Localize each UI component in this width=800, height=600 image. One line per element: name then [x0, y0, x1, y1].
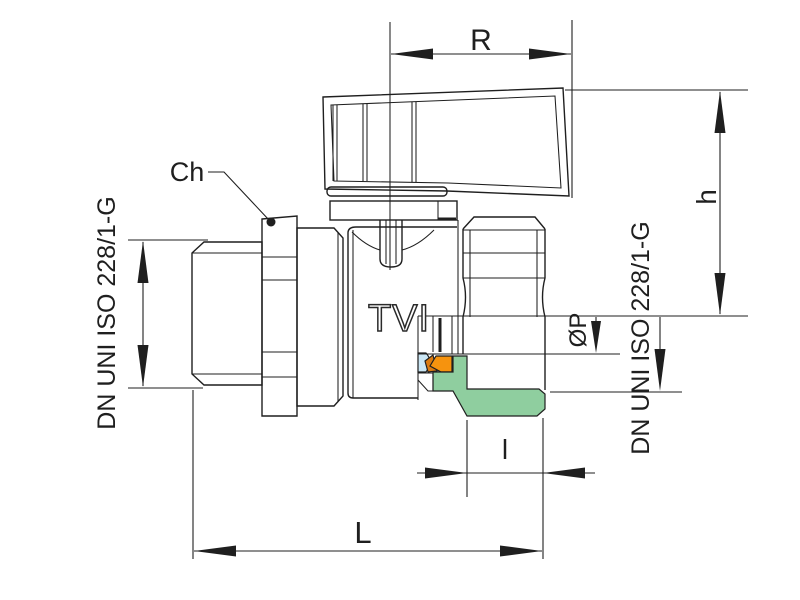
seat-section — [432, 355, 546, 417]
op-label: ØP — [565, 313, 592, 348]
male-thread-outline — [191, 241, 263, 386]
dn-left-label: DN UNI ISO 228/1-G — [93, 196, 121, 429]
body-top-edge — [347, 226, 457, 234]
handle — [322, 87, 570, 221]
collar — [296, 227, 344, 407]
female-coupling — [462, 216, 546, 390]
coupling-left-edge — [462, 229, 467, 354]
ch-leader-dot — [266, 217, 276, 227]
op-arrow-down — [591, 321, 601, 353]
seat-notch — [417, 372, 434, 392]
dimension-DN-right: DN UNI ISO 228/1-G — [550, 221, 682, 455]
dn-left-arrow-down — [137, 345, 149, 387]
h-arrow-up — [714, 91, 726, 133]
L-label: L — [354, 515, 371, 550]
l-arrow-left — [425, 467, 467, 479]
ch-callout: Ch — [170, 157, 276, 227]
male-thread — [191, 241, 263, 386]
valve-body — [347, 220, 459, 399]
handle-mount-plate — [329, 200, 458, 221]
hex-nut — [261, 215, 298, 417]
dn-right-arrow — [654, 349, 666, 391]
h-arrow-down — [714, 273, 726, 315]
r-arrow-left — [391, 48, 433, 60]
ch-leader-line — [208, 171, 270, 221]
dimension-DN-left: DN UNI ISO 228/1-G — [93, 196, 208, 430]
dimension-OP: ØP — [418, 313, 620, 355]
coupling-top — [462, 216, 546, 230]
handle-outline — [322, 87, 570, 197]
dimension-L: L — [192, 390, 542, 559]
body-shoulder-right — [401, 229, 435, 251]
ch-label: Ch — [170, 157, 205, 187]
handle-inner-border — [330, 95, 562, 189]
dimension-R: R — [391, 20, 573, 198]
dn-right-label: DN UNI ISO 228/1-G — [627, 221, 655, 454]
handle-base-strip — [326, 186, 448, 197]
handle-grip-ridges — [332, 102, 417, 182]
dimension-h: h — [565, 89, 748, 315]
r-arrow-right — [529, 48, 571, 60]
collar-outline — [296, 227, 344, 407]
dimension-l: l — [417, 418, 595, 559]
brand-logo-text: TVI — [368, 298, 430, 340]
l-label: l — [502, 434, 508, 465]
body-bottom-edge — [347, 392, 418, 399]
body-shoulder-left — [351, 231, 381, 251]
cross-section — [417, 316, 546, 417]
stem-outline — [379, 220, 403, 268]
hex-nut-outline — [261, 215, 298, 417]
L-arrow-right — [500, 545, 542, 557]
l-arrow-right — [543, 467, 585, 479]
h-label: h — [691, 189, 722, 205]
L-arrow-left — [194, 545, 236, 557]
r-label: R — [470, 24, 492, 57]
dn-left-arrow-up — [137, 241, 149, 283]
